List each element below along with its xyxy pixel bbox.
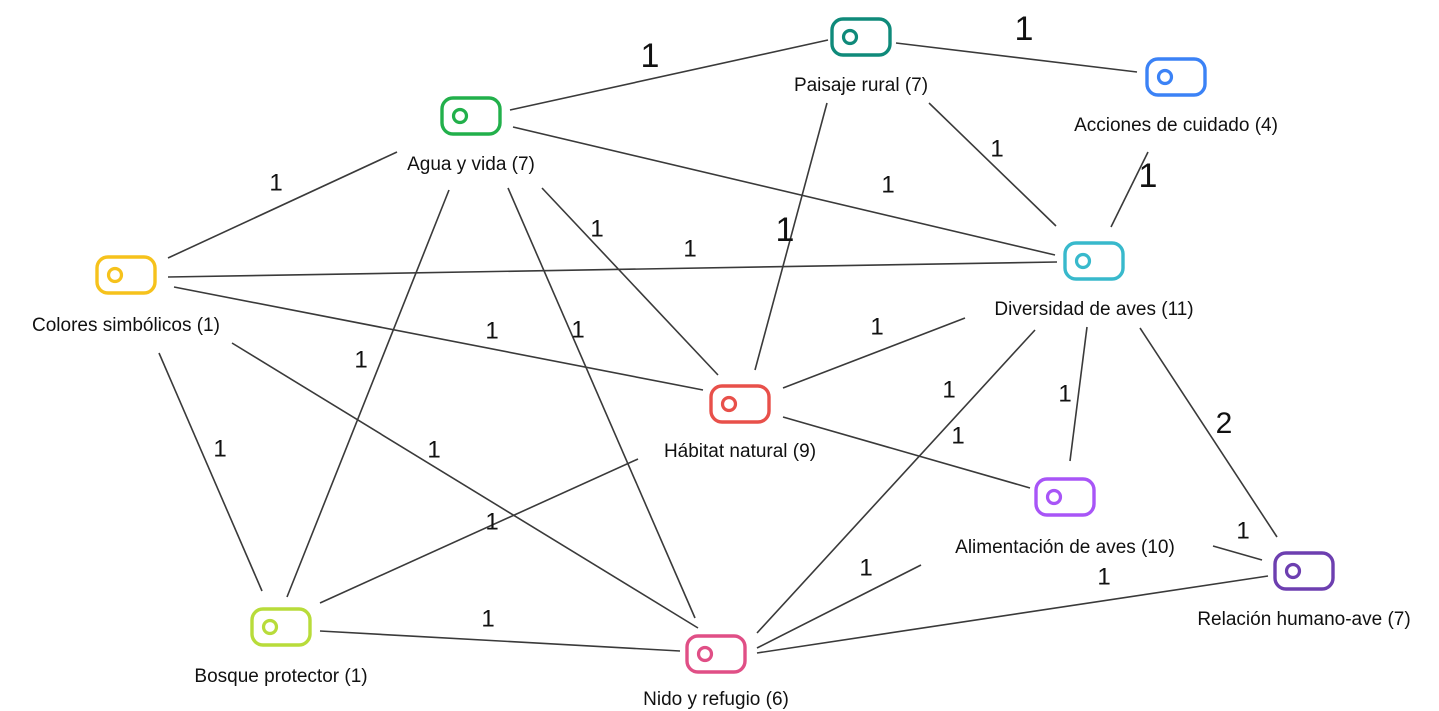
edge-agua-paisaje xyxy=(509,39,829,111)
edges-layer xyxy=(158,39,1278,654)
node-badge xyxy=(685,634,747,674)
node-badge xyxy=(250,607,312,647)
node-badge xyxy=(830,17,892,57)
node-relacion[interactable]: Relación humano-ave (7) xyxy=(1197,551,1411,630)
edge-paisaje-diversidad xyxy=(928,102,1057,227)
edge-colores-bosque xyxy=(158,352,263,592)
node-badge xyxy=(1273,551,1335,591)
edge-weight-label: 1 xyxy=(1015,10,1034,48)
node-nido[interactable]: Nido y refugio (6) xyxy=(643,634,789,710)
edge-relacion-nido xyxy=(756,575,1269,654)
edge-weight-label: 1 xyxy=(485,317,498,344)
edge-weight-label: 1 xyxy=(485,508,498,535)
edge-diversidad-alimentacion xyxy=(1069,326,1088,462)
edge-weight-label: 1 xyxy=(571,316,584,343)
node-bosque[interactable]: Bosque protector (1) xyxy=(194,607,368,687)
node-badge xyxy=(1145,57,1207,97)
code-ring-icon xyxy=(841,28,859,46)
edge-habitat-diversidad xyxy=(782,317,966,389)
node-agua[interactable]: Agua y vida (7) xyxy=(407,96,535,175)
node-label: Alimentación de aves (10) xyxy=(955,537,1175,558)
code-ring-icon xyxy=(261,618,279,636)
node-label: Hábitat natural (9) xyxy=(664,441,816,462)
edge-alimentacion-relacion xyxy=(1212,545,1263,561)
node-habitat[interactable]: Hábitat natural (9) xyxy=(664,384,816,462)
edge-weight-label: 1 xyxy=(590,215,603,242)
node-label: Relación humano-ave (7) xyxy=(1197,609,1410,630)
code-ring-icon xyxy=(451,107,469,125)
code-ring-icon xyxy=(1074,252,1092,270)
edge-weight-label: 1 xyxy=(641,37,660,75)
node-acciones[interactable]: Acciones de cuidado (4) xyxy=(1074,57,1278,136)
edge-agua-habitat xyxy=(541,187,719,376)
edge-weight-label: 1 xyxy=(1236,517,1249,544)
edge-colores-nido xyxy=(231,342,699,629)
edge-agua-nido xyxy=(507,187,696,619)
code-ring-icon xyxy=(1045,488,1063,506)
code-ring-icon xyxy=(696,645,714,663)
node-label: Diversidad de aves (11) xyxy=(994,299,1193,320)
node-badge xyxy=(1063,241,1125,281)
node-paisaje[interactable]: Paisaje rural (7) xyxy=(794,17,928,96)
code-ring-icon xyxy=(1156,68,1174,86)
edge-agua-bosque xyxy=(286,189,450,598)
edge-weight-label: 1 xyxy=(1097,563,1110,590)
node-label: Acciones de cuidado (4) xyxy=(1074,115,1278,136)
edge-diversidad-nido xyxy=(756,329,1036,634)
node-label: Colores simbólicos (1) xyxy=(32,315,220,336)
node-badge xyxy=(1034,477,1096,517)
edge-weight-label: 1 xyxy=(881,171,894,198)
edge-weight-label: 1 xyxy=(942,376,955,403)
node-diversidad[interactable]: Diversidad de aves (11) xyxy=(994,241,1194,320)
edge-weight-label: 1 xyxy=(481,605,494,632)
node-label: Agua y vida (7) xyxy=(407,154,535,175)
edge-habitat-alimentacion xyxy=(782,416,1031,489)
node-colores[interactable]: Colores simbólicos (1) xyxy=(32,255,220,336)
edge-bosque-nido xyxy=(319,630,681,652)
node-badge xyxy=(709,384,771,424)
edge-paisaje-habitat xyxy=(754,102,828,371)
edge-colores-habitat xyxy=(173,286,704,391)
edge-weight-label: 1 xyxy=(683,235,696,262)
code-ring-icon xyxy=(106,266,124,284)
code-ring-icon xyxy=(1284,562,1302,580)
node-alimentacion[interactable]: Alimentación de aves (10) xyxy=(955,477,1175,558)
code-ring-icon xyxy=(720,395,738,413)
edge-weight-label: 1 xyxy=(1139,157,1158,195)
edge-colores-diversidad xyxy=(167,261,1058,278)
edge-weight-label: 1 xyxy=(870,313,883,340)
edge-weight-label: 1 xyxy=(354,346,367,373)
edge-acciones-diversidad xyxy=(1110,151,1149,228)
edge-paisaje-acciones xyxy=(895,42,1138,73)
node-label: Paisaje rural (7) xyxy=(794,75,928,96)
edge-weight-label: 1 xyxy=(269,169,282,196)
edge-habitat-bosque xyxy=(319,458,639,604)
edge-weight-label: 1 xyxy=(776,211,795,249)
edge-alimentacion-nido xyxy=(756,564,922,649)
edge-weight-label: 2 xyxy=(1216,407,1233,440)
edge-diversidad-relacion xyxy=(1139,327,1278,538)
edge-weights-layer: 1 1 1 1 1 1 1 1 1 1 1 1 1 1 1 1 1 1 2 1 1 1 1 1 xyxy=(213,10,1249,632)
edge-weight-label: 1 xyxy=(1058,380,1071,407)
edge-weight-label: 1 xyxy=(859,554,872,581)
node-badge xyxy=(95,255,157,295)
edge-weight-label: 1 xyxy=(990,135,1003,162)
edge-weight-label: 1 xyxy=(951,422,964,449)
node-badge xyxy=(440,96,502,136)
node-label: Bosque protector (1) xyxy=(194,666,367,687)
edge-weight-label: 1 xyxy=(427,436,440,463)
nodes-layer: Paisaje rural (7) Acciones de cuidado (4)… xyxy=(32,17,1411,710)
edge-weight-label: 1 xyxy=(213,435,226,462)
edge-agua-colores xyxy=(167,151,398,259)
node-label: Nido y refugio (6) xyxy=(643,689,789,710)
edge-agua-diversidad xyxy=(512,126,1056,256)
